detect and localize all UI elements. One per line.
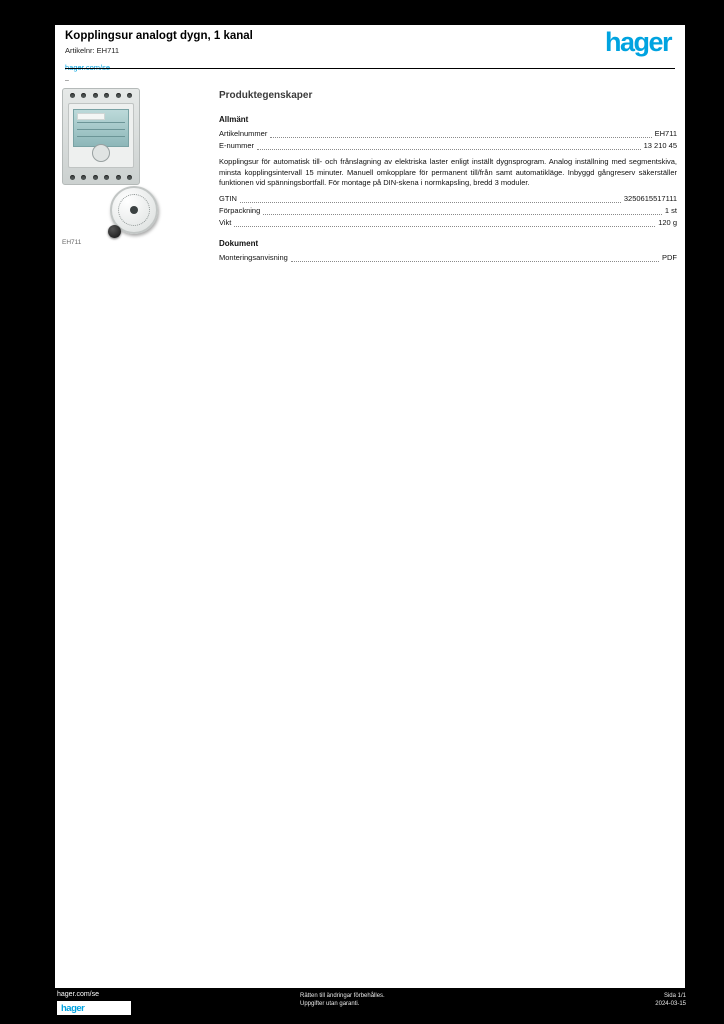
terminal-screw-icon bbox=[115, 175, 121, 180]
device-label bbox=[77, 113, 105, 120]
photo-caption: EH711 bbox=[62, 239, 82, 246]
terminal-screw-icon bbox=[126, 175, 132, 180]
dial-knob bbox=[108, 225, 121, 238]
footer-disclaimer-line1: Rätten till ändringar förbehålles. bbox=[300, 993, 385, 999]
spec-row: GTIN 3250615517111 bbox=[219, 193, 677, 205]
dotted-leader bbox=[257, 149, 641, 150]
hager-logo: hager bbox=[604, 27, 673, 57]
spec-value: 13 210 45 bbox=[643, 141, 677, 150]
spec-label: E-nummer bbox=[219, 141, 255, 150]
product-description: Kopplingsur för automatisk till- och frå… bbox=[219, 157, 677, 187]
dotted-leader bbox=[239, 201, 621, 203]
product-photo bbox=[62, 88, 140, 185]
terminal-screw-icon bbox=[104, 93, 110, 98]
top-terminals bbox=[70, 93, 132, 98]
terminal-screw-icon bbox=[126, 93, 132, 98]
device-display bbox=[73, 109, 129, 147]
footer-site-link[interactable]: hager.com/se bbox=[57, 991, 100, 998]
terminal-screw-icon bbox=[115, 93, 121, 98]
terminal-screw-icon bbox=[81, 93, 87, 98]
spec-row: Förpackning 1 st bbox=[219, 205, 677, 217]
footer-logo-box: hager bbox=[57, 1001, 131, 1015]
footer-disclaimer-line2: Uppgifter utan garanti. bbox=[300, 1001, 360, 1007]
header-divider bbox=[65, 68, 675, 69]
display-segment bbox=[77, 122, 125, 123]
spec-label: Artikelnummer bbox=[219, 129, 268, 138]
spec-label: Förpackning bbox=[219, 205, 261, 215]
display-segment bbox=[77, 129, 125, 130]
spec-section-documents: Dokument bbox=[219, 238, 259, 248]
product-title: Kopplingsur analogt dygn, 1 kanal bbox=[65, 30, 253, 42]
terminal-screw-icon bbox=[92, 93, 98, 98]
terminal-screw-icon bbox=[104, 175, 110, 180]
spec-value: 3250615517111 bbox=[623, 193, 677, 203]
dotted-leader bbox=[263, 213, 662, 215]
terminal-screw-icon bbox=[70, 175, 75, 180]
terminal-screw-icon bbox=[81, 175, 87, 180]
device-dial-icon bbox=[92, 144, 110, 162]
header-site-link[interactable]: hager.com/se bbox=[65, 63, 111, 72]
spec-row: Vikt 120 g bbox=[219, 217, 677, 229]
footer-hager-logo: hager bbox=[61, 1002, 85, 1014]
article-number: Artikelnr: EH711 bbox=[65, 46, 120, 55]
header-note: – bbox=[65, 77, 69, 84]
spec-value: 1 st bbox=[664, 205, 677, 215]
dial-center bbox=[130, 206, 138, 214]
dial-tick-ring bbox=[118, 194, 150, 226]
device-faceplate bbox=[68, 103, 134, 168]
spec-row: E-nummer 13 210 45 bbox=[219, 140, 677, 152]
header-block: Kopplingsur analogt dygn, 1 kanal Artike… bbox=[65, 30, 365, 85]
spec-label: Monteringsanvisning bbox=[219, 252, 288, 262]
spec-row: Monteringsanvisning PDF bbox=[219, 252, 677, 264]
spec-value: 120 g bbox=[658, 217, 677, 227]
footer-page-number: Sida 1/1 bbox=[663, 993, 686, 999]
dotted-leader bbox=[270, 137, 652, 138]
spec-label: Vikt bbox=[219, 217, 232, 227]
spec-column: Produktegenskaper Allmänt Artikelnummer … bbox=[219, 90, 677, 264]
terminal-screw-icon bbox=[92, 175, 98, 180]
spec-value: PDF bbox=[662, 252, 677, 262]
spec-section-general: Allmänt bbox=[219, 115, 249, 124]
dotted-leader bbox=[290, 260, 659, 262]
footer-page-info: Sida 1/1 2024-03-15 bbox=[655, 992, 686, 1008]
spec-value: EH711 bbox=[654, 129, 677, 138]
terminal-screw-icon bbox=[70, 93, 75, 98]
dial-detail-photo bbox=[106, 186, 160, 240]
footer-disclaimer: Rätten till ändringar förbehålles. Uppgi… bbox=[300, 992, 460, 1008]
spec-label: GTIN bbox=[219, 193, 237, 203]
spec-heading: Produktegenskaper bbox=[219, 90, 313, 101]
display-segment bbox=[77, 136, 125, 137]
bottom-terminals bbox=[70, 175, 132, 180]
datasheet-page: Kopplingsur analogt dygn, 1 kanal Artike… bbox=[55, 25, 685, 988]
footer-date: 2024-03-15 bbox=[655, 1001, 686, 1007]
dotted-leader bbox=[234, 225, 656, 227]
spec-row: Artikelnummer EH711 bbox=[219, 128, 677, 140]
